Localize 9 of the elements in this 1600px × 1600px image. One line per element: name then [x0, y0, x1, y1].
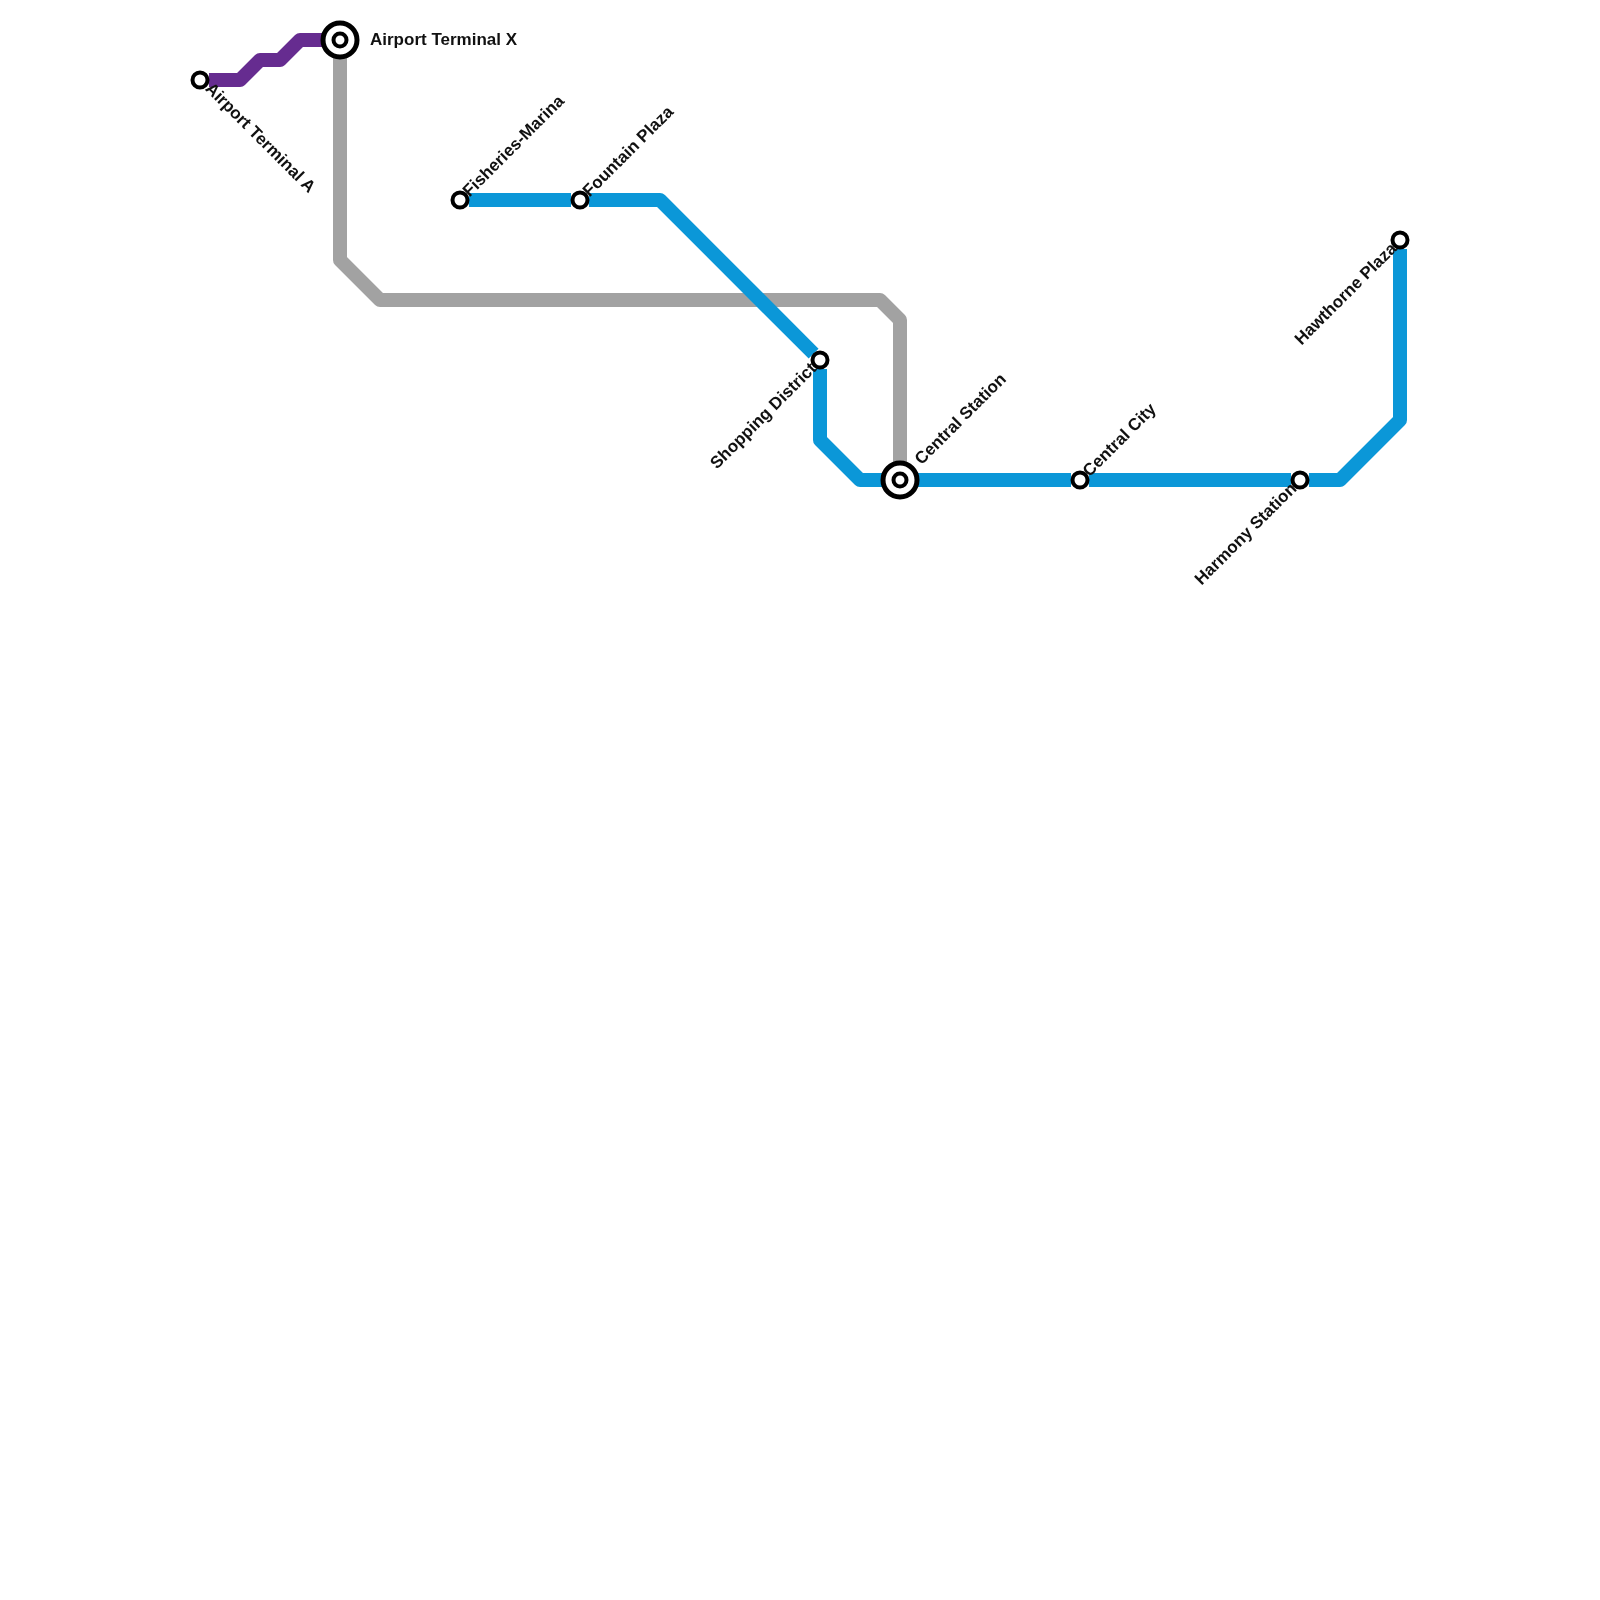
transit-line: [333, 58, 907, 462]
transit-line: [589, 193, 819, 359]
transit-line: [1309, 249, 1407, 487]
station-name: Airport Terminal X: [370, 30, 518, 50]
transit-line: [209, 33, 322, 87]
transit-line: [918, 473, 1071, 487]
transit-line: [813, 369, 882, 487]
transit-line: [1089, 473, 1291, 487]
transit-line: [469, 193, 571, 207]
